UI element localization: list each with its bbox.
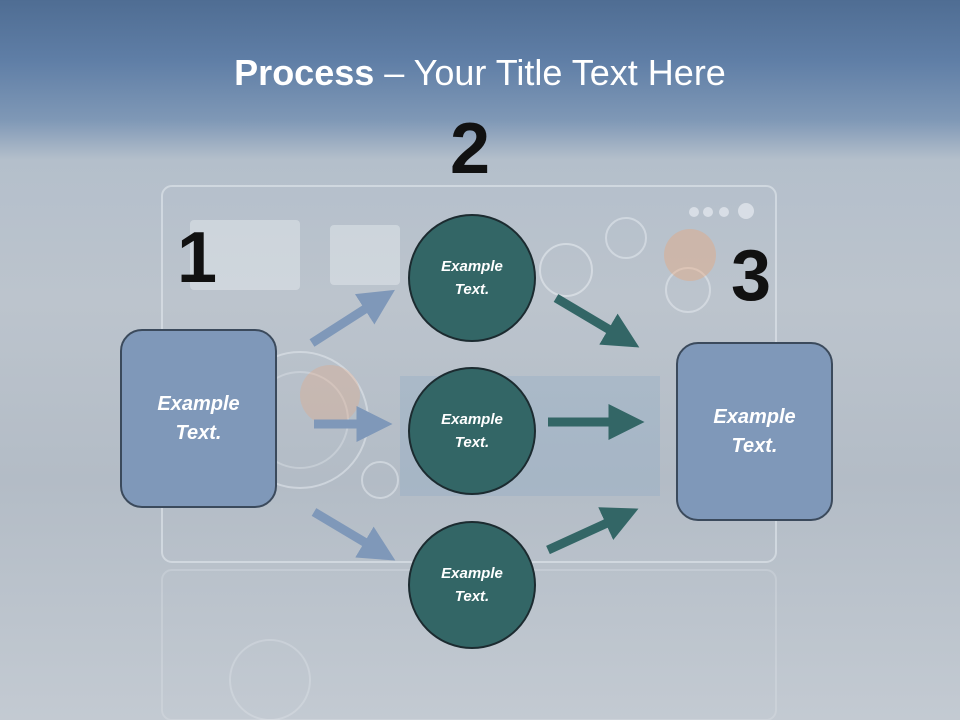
right-box-label: Example Text. bbox=[713, 405, 796, 457]
arrow-bottom-to-right bbox=[546, 507, 639, 555]
left-box-label: Example Text. bbox=[157, 392, 240, 444]
circle-bottom-label: Example Text. bbox=[441, 565, 503, 605]
step-number-1: 1 bbox=[177, 218, 218, 298]
title-rest: – Your Title Text Here bbox=[374, 52, 726, 93]
arrow-left-to-bottom bbox=[311, 508, 396, 561]
step-number-2: 2 bbox=[450, 109, 491, 189]
left-text-box: Example Text. bbox=[120, 329, 277, 508]
circle-top: Example Text. bbox=[408, 214, 536, 342]
circle-middle-label: Example Text. bbox=[441, 411, 503, 451]
slide-title: Process – Your Title Text Here bbox=[0, 52, 960, 94]
circle-bottom: Example Text. bbox=[408, 521, 536, 649]
right-text-box: Example Text. bbox=[676, 342, 833, 521]
circle-top-label: Example Text. bbox=[441, 258, 503, 298]
arrow-left-to-top bbox=[309, 289, 395, 347]
step-number-3: 3 bbox=[731, 236, 772, 316]
title-bold: Process bbox=[234, 52, 375, 93]
circle-middle: Example Text. bbox=[408, 367, 536, 495]
arrow-top-to-right bbox=[553, 294, 640, 348]
